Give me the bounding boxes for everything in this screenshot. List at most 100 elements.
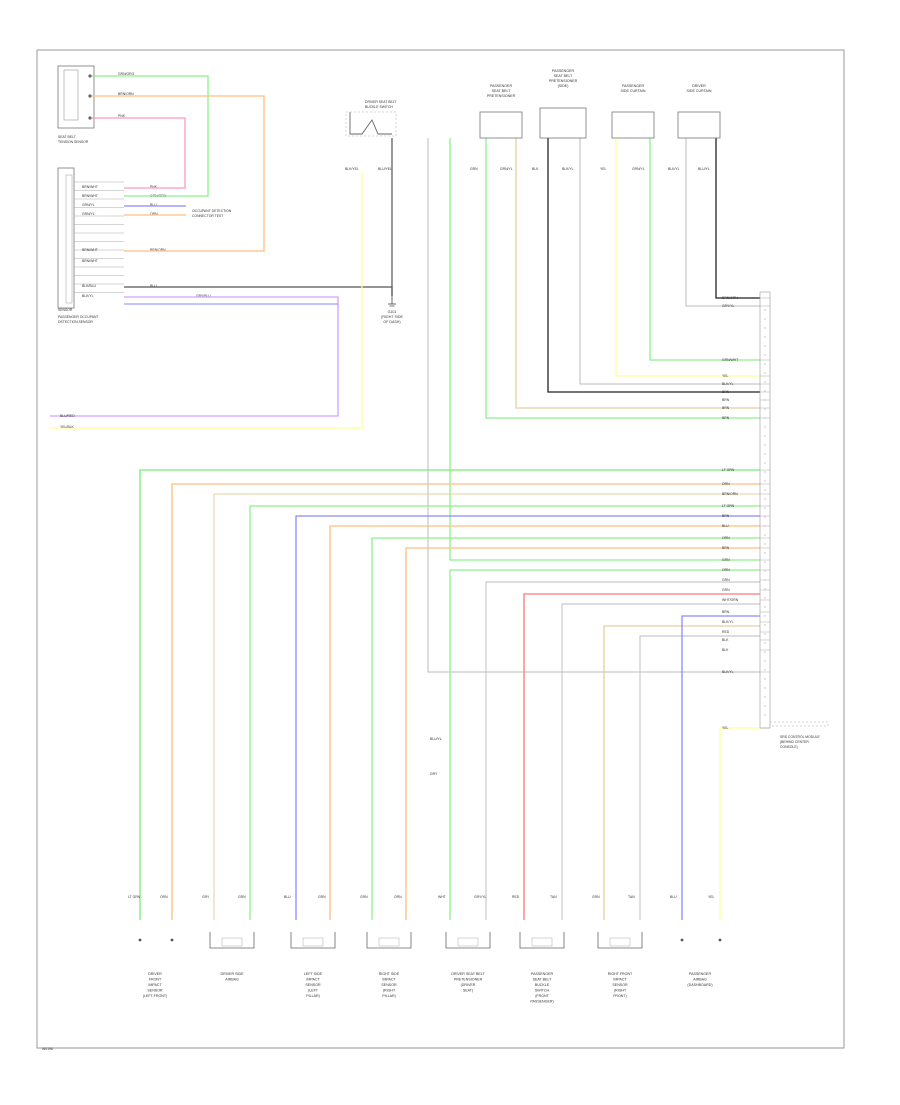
bottom-wire-label: ORN xyxy=(160,895,168,899)
srs-pin-label: RED xyxy=(722,630,730,634)
wire-bottom-12 xyxy=(561,603,760,920)
srs-pin-label: LT GRN xyxy=(722,504,735,508)
wire-occ-ground xyxy=(124,286,393,296)
srs-pin-dot xyxy=(764,471,766,473)
curtain-r-label-1: DRIVER xyxy=(692,84,706,88)
bottom-component-label: SEAT BELT xyxy=(533,978,553,982)
srs-pin-dot xyxy=(764,426,766,428)
pretensioner-l-pin-1: GRN xyxy=(470,167,478,171)
occupant-sensor-label-1: PASSENGER OCCUPANT xyxy=(58,315,99,319)
srs-pin-label: GRY/YL xyxy=(722,304,734,308)
srs-pin-dot xyxy=(764,669,766,671)
bottom-component-label: SENSOR xyxy=(612,983,628,987)
wire-pre-r-2 xyxy=(579,138,760,385)
bottom-wire-label: RED xyxy=(512,895,520,899)
pretensioner-l-label-3: PRETENSIONER xyxy=(487,94,516,98)
srs-pin-dot xyxy=(764,435,766,437)
occ-pin-label-5: BRN/WHT xyxy=(82,248,98,252)
bottom-wire-label: GRN xyxy=(360,895,368,899)
srs-pin-dot xyxy=(764,660,766,662)
occupant-sensor-label-2: DETECTION SENSOR xyxy=(58,320,93,324)
srs-pin-label: GRN xyxy=(722,578,730,582)
terminal xyxy=(170,938,174,942)
srs-pin-dot xyxy=(764,696,766,698)
curtain-r-label-2: SIDE CURTAIN xyxy=(686,89,711,93)
srs-pin-dot xyxy=(764,615,766,617)
pretensioner-right: PASSENGER SEAT BELT PRETENSIONER (SIDE) … xyxy=(532,69,587,171)
wire-bottom-7 xyxy=(371,537,760,920)
bottom-component-label: PASSENGER) xyxy=(530,1000,553,1004)
srs-pin-label: BRN xyxy=(722,398,730,402)
occ-pin-label-4: GRN/YL xyxy=(82,212,95,216)
bottom-wire-label: GRN xyxy=(238,895,246,899)
srs-pin-labels: BRN/ORNGRY/YLGRN/WHTYELBLK/YLBRNBRNBRNBR… xyxy=(722,296,770,730)
bottom-wire-label: GRY xyxy=(202,895,210,899)
bottom-component-label: SENSOR xyxy=(147,989,163,993)
connector-outline xyxy=(445,932,491,949)
bottom-component-label: PILLAR) xyxy=(382,994,396,998)
wire-layer xyxy=(50,75,760,920)
ground-g101: G101 (RIGHT SIDE OF DASH) xyxy=(381,296,403,324)
side-curtain-right: DRIVER SIDE CURTAIN BLK/YL BLU/YL xyxy=(668,84,721,171)
occ-pin-label-3: GRN/YL xyxy=(82,203,95,207)
srs-pin-dot xyxy=(764,309,766,311)
ground-label-2: (RIGHT SIDE xyxy=(381,315,403,319)
ground-label-1: G101 xyxy=(388,310,397,314)
srs-pin-label: ORN xyxy=(722,568,730,572)
wire-bottom-14 xyxy=(639,635,760,920)
wire-seat-belt-pnk xyxy=(92,117,186,189)
srs-pin-dot xyxy=(764,552,766,554)
srs-pin-dot xyxy=(764,489,766,491)
srs-pin-label: BLK/YL xyxy=(722,670,734,674)
wire-cur-l-2 xyxy=(649,138,760,361)
seat-belt-wire-1: GRN/ORG xyxy=(118,72,135,76)
bottom-component-label: (RIGHT xyxy=(614,989,627,993)
pretensioner-r-label-4: (SIDE) xyxy=(558,84,569,88)
connector-body xyxy=(531,937,553,947)
srs-label-1: SRS CONTROL MODULE xyxy=(780,735,821,739)
bottom-component-label: IMPACT xyxy=(306,978,320,982)
pretensioner-r-label-1: PASSENGER xyxy=(552,69,575,73)
bottom-component-label: SENSOR xyxy=(305,983,321,987)
srs-pin-label: GRN xyxy=(722,558,730,562)
wire-bottom-6 xyxy=(329,525,760,920)
curtain-r-pin-1: BLK/YL xyxy=(668,167,680,171)
bottom-wire-label: BLU xyxy=(284,895,291,899)
seat-belt-sensor-label-1: SEAT BELT xyxy=(58,135,76,139)
wire-bottom-2 xyxy=(171,483,760,920)
bottom-wire-label: TAN xyxy=(550,895,557,899)
seat-switch-pin-1: BLK/YEL xyxy=(345,167,359,171)
srs-pin-dot xyxy=(764,318,766,320)
bottom-wire-label: GRY/YL xyxy=(474,895,486,899)
wire-pre-l-1 xyxy=(485,138,760,419)
bottom-component-label: IMPACT xyxy=(148,983,162,987)
srs-pin-dot xyxy=(764,372,766,374)
bottom-component-label: PASSENGER xyxy=(689,972,712,976)
curtain-l-pin-2: GRN/YL xyxy=(632,167,645,171)
srs-pin-dot xyxy=(764,534,766,536)
bottom-wire-label: ORN xyxy=(394,895,402,899)
bottom-component-label: DRIVER xyxy=(148,972,162,976)
pretensioner-l-label-1: PASSENGER xyxy=(490,84,513,88)
srs-pin-dot xyxy=(764,480,766,482)
srs-pin-label: BRN xyxy=(722,514,730,518)
srs-pin-label: YEL xyxy=(722,726,729,730)
bottom-component-label: IMPACT xyxy=(613,978,627,982)
seat-belt-wire-2: BRN/ORN xyxy=(118,92,134,96)
wire-switch-3 xyxy=(449,138,760,561)
wire-bottom-15 xyxy=(681,615,760,920)
side-curtain-left: PASSENGER SIDE CURTAIN YEL GRN/YL xyxy=(600,84,655,171)
seat-switch-pin-2: BLU/YEL xyxy=(378,167,392,171)
connector-outline xyxy=(366,932,412,949)
pretensioner-r-label-2: SEAT BELT xyxy=(554,74,574,78)
srs-pin-dot xyxy=(764,399,766,401)
srs-pin-dot xyxy=(764,561,766,563)
left-wire-label-1: BLU/RED xyxy=(60,414,75,418)
pretensioner-r-pin-2: BLK/YL xyxy=(562,167,574,171)
connector-body xyxy=(457,937,479,947)
occ-pin-label-1: BRN/WHT xyxy=(82,185,98,189)
